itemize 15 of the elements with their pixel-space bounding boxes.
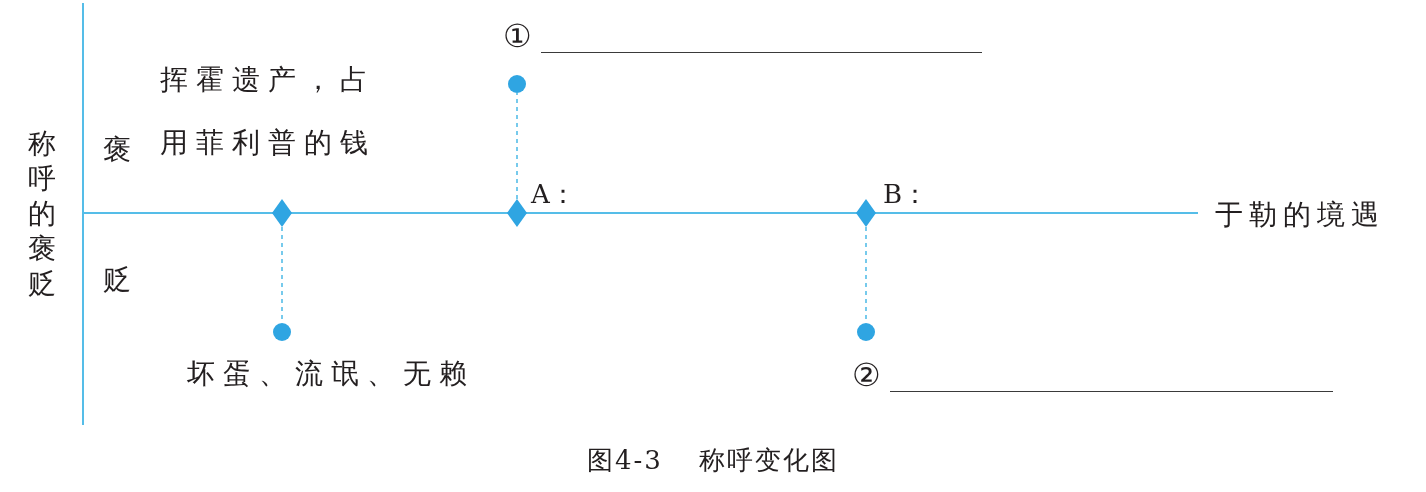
description-text: 挥霍遗产，占用菲利普的钱 (160, 62, 377, 161)
diamond-marker-icon (856, 199, 876, 227)
point-label: A： (531, 181, 576, 207)
question-number: ① (503, 20, 532, 52)
axis-pole-label: 褒 (103, 136, 131, 164)
question-number: ② (852, 359, 881, 391)
figure-caption: 图4-3 称呼变化图 (586, 447, 840, 473)
axis-pole-label: 贬 (103, 266, 131, 294)
description-text: 坏蛋、流氓、无赖 (187, 360, 475, 388)
y-axis-title: 称呼的褒贬 (28, 126, 57, 301)
diamond-marker-icon (272, 199, 292, 227)
dashed-connector (516, 92, 518, 200)
point-label: B： (883, 181, 929, 207)
x-axis-title: 于勒的境遇 (1215, 201, 1385, 229)
diamond-marker-icon (507, 199, 527, 227)
